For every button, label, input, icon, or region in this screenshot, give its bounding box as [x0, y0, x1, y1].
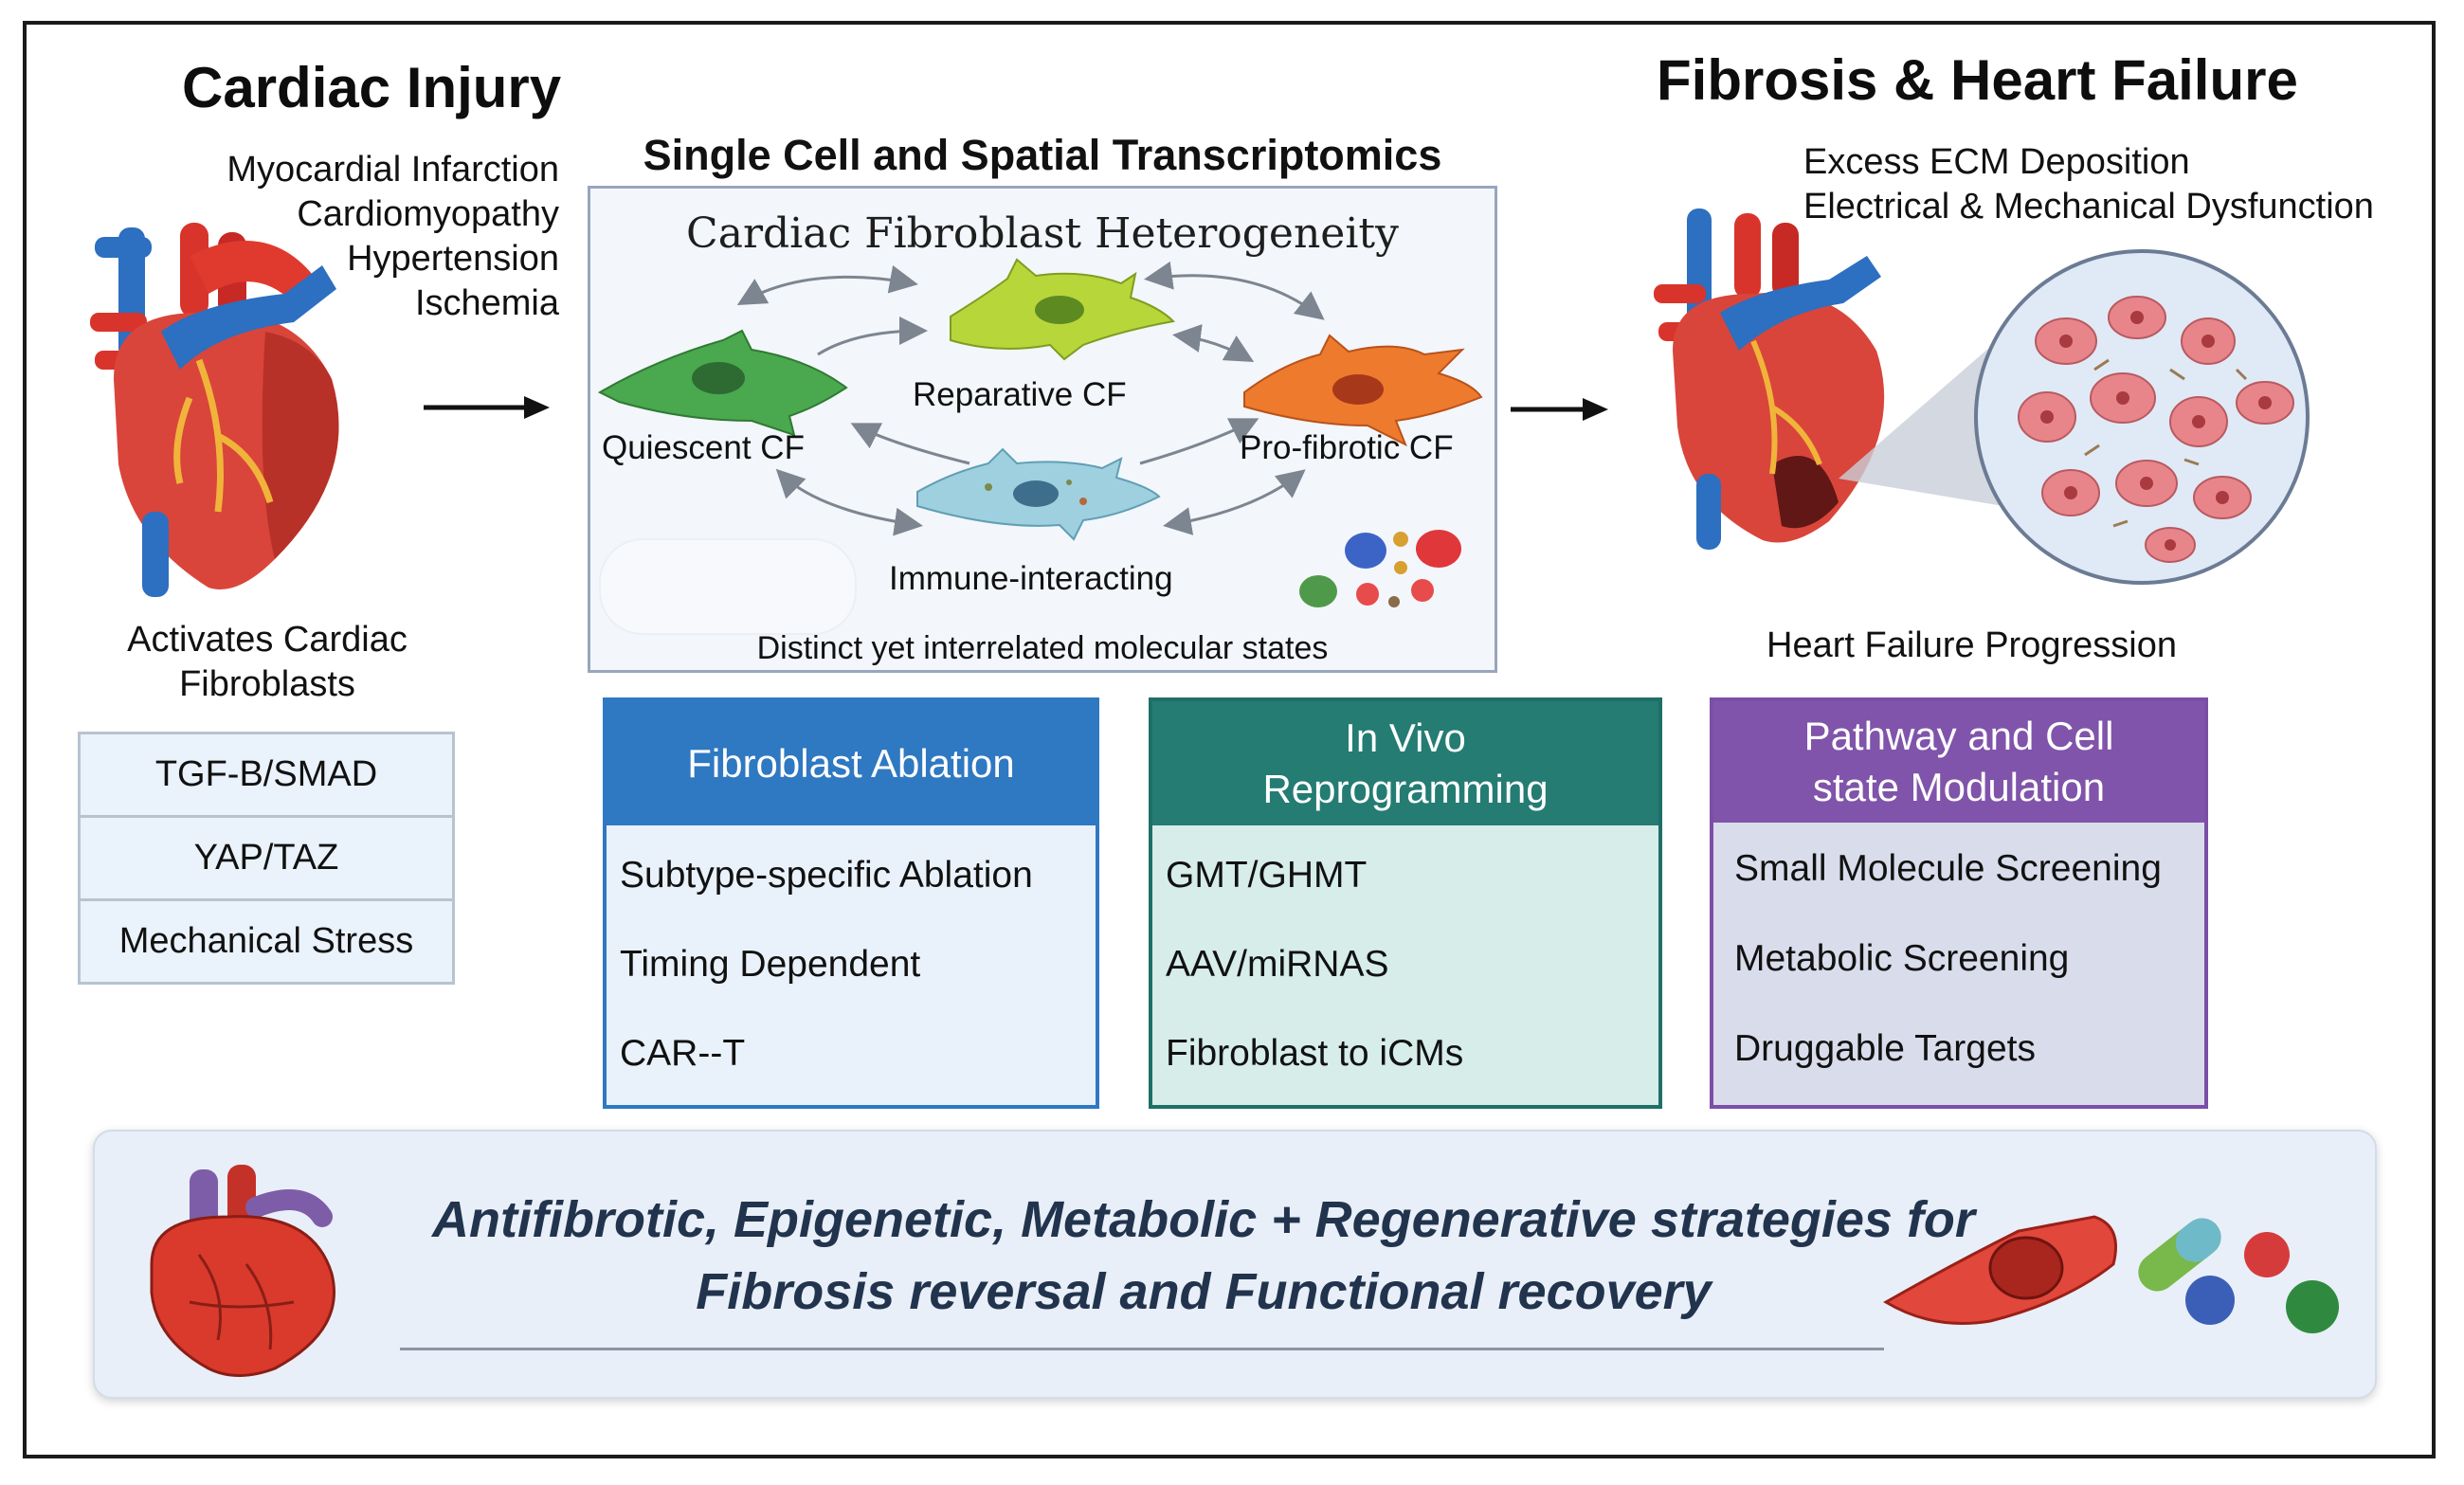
- modulation-title-line-2: state Modulation: [1812, 765, 2106, 809]
- fibrotic-heart-illustration: [1654, 208, 2310, 585]
- activates-text: Activates Cardiac Fibroblasts: [78, 618, 457, 707]
- modulation-title-line-1: Pathway and Cell: [1803, 714, 2114, 758]
- label-quiescent-cf: Quiescent CF: [602, 429, 805, 466]
- figure-frame: [23, 21, 2436, 1458]
- activates-line-1: Activates Cardiac: [127, 620, 408, 660]
- strategies-banner: Antifibrotic, Epigenetic, Metabolic + Re…: [93, 1130, 2377, 1399]
- cause-cardiomyopathy: Cardiomyopathy: [297, 194, 559, 234]
- arrow-quiescent-reparative-top: [736, 264, 918, 305]
- arrow-immune-profibrotic-bottom: [1163, 469, 1306, 535]
- cause-hypertension: Hypertension: [347, 239, 559, 279]
- ablation-item-2: Timing Dependent: [620, 944, 921, 985]
- profibrotic-cell-icon: [1243, 334, 1483, 447]
- cell-state-network: [597, 258, 1483, 635]
- banner-divider: [400, 1348, 1884, 1350]
- strategy-box-in-vivo-reprogramming: In Vivo Reprogramming GMT/GHMT AAV/miRNA…: [1149, 697, 1662, 1109]
- reprogramming-item-3: Fibroblast to iCMs: [1166, 1033, 1464, 1074]
- signaling-table: TGF-B/SMAD YAP/TAZ Mechanical Stress: [78, 732, 455, 985]
- effect-ecm-deposition: Excess ECM Deposition: [1803, 142, 2190, 182]
- reprogramming-title-line-2: Reprogramming: [1262, 766, 1549, 811]
- arrow-injury-to-transcriptomics: [424, 396, 550, 419]
- banner-line-1: Antifibrotic, Epigenetic, Metabolic + Re…: [432, 1191, 1975, 1248]
- modulation-item-3: Druggable Targets: [1734, 1028, 2036, 1069]
- modulation-item-1: Small Molecule Screening: [1734, 848, 2162, 889]
- reprogramming-title-line-1: In Vivo: [1345, 715, 1466, 760]
- transcriptomics-header: Single Cell and Spatial Transcriptomics: [643, 131, 1442, 179]
- arrow-reparative-profibrotic-top: [1144, 261, 1325, 320]
- fibroblast-heterogeneity-panel: Cardiac Fibroblast Heterogeneity: [588, 186, 1497, 673]
- label-profibrotic-cf: Pro-fibrotic CF: [1240, 429, 1454, 466]
- modulation-header: Pathway and Cell state Modulation: [1713, 701, 2204, 823]
- heart-failure-progression: Heart Failure Progression: [1766, 625, 2177, 665]
- arrow-quiescent-immune: [775, 468, 923, 536]
- ablation-item-1: Subtype-specific Ablation: [620, 855, 1033, 896]
- panel-caption: Distinct yet interrelated molecular stat…: [756, 630, 1329, 666]
- label-reparative-cf: Reparative CF: [913, 376, 1127, 413]
- reprogramming-header: In Vivo Reprogramming: [1152, 701, 1658, 825]
- immune-cell-icon: [916, 447, 1161, 541]
- modulation-item-2: Metabolic Screening: [1734, 938, 2070, 979]
- reprogramming-item-1: GMT/GHMT: [1166, 855, 1368, 896]
- banner-heart-icon: [150, 1165, 335, 1377]
- injury-causes: Myocardial Infarction Cardiomyopathy Hyp…: [226, 148, 559, 326]
- activates-line-2: Fibroblasts: [179, 664, 355, 704]
- signal-yap-taz: YAP/TAZ: [81, 818, 452, 901]
- molecule-pills-icon: [1299, 530, 1461, 607]
- cause-ischemia: Ischemia: [414, 283, 559, 323]
- fibrosis-heart-failure-title: Fibrosis & Heart Failure: [1657, 48, 2298, 112]
- effect-dysfunction: Electrical & Mechanical Dysfunction: [1803, 187, 2374, 226]
- injured-heart-illustration: [90, 223, 339, 597]
- strategy-box-pathway-modulation: Pathway and Cell state Modulation Small …: [1710, 697, 2208, 1109]
- quiescent-cell-icon: [597, 329, 848, 437]
- fibrosis-effects: Excess ECM Deposition Electrical & Mecha…: [1803, 140, 2374, 229]
- faded-placeholder-shape: [599, 538, 857, 635]
- label-immune-interacting: Immune-interacting: [889, 560, 1173, 597]
- arrow-quiescent-to-reparative: [817, 317, 928, 356]
- ablation-item-3: CAR--T: [620, 1033, 746, 1074]
- arrow-reparative-profibrotic: [1172, 324, 1255, 362]
- banner-cell-and-pills-icon: [1883, 1215, 2339, 1333]
- ablation-title: Fibroblast Ablation: [687, 740, 1015, 786]
- reprogramming-item-2: AAV/miRNAS: [1166, 944, 1389, 985]
- signal-tgfb-smad: TGF-B/SMAD: [81, 734, 452, 818]
- signal-mechanical-stress: Mechanical Stress: [118, 921, 414, 961]
- panel-title: Cardiac Fibroblast Heterogeneity: [686, 209, 1399, 258]
- reparative-cell-icon: [950, 258, 1176, 361]
- strategy-box-fibroblast-ablation: Fibroblast Ablation Subtype-specific Abl…: [603, 697, 1099, 1109]
- arrow-immune-to-profibrotic: [1139, 418, 1259, 465]
- cardiac-injury-title: Cardiac Injury: [182, 56, 562, 119]
- arrow-transcriptomics-to-fibrosis: [1511, 398, 1608, 421]
- cause-myocardial-infarction: Myocardial Infarction: [226, 150, 559, 190]
- banner-line-2: Fibrosis reversal and Functional recover…: [696, 1263, 1712, 1320]
- arrow-immune-to-quiescent: [850, 423, 970, 465]
- ablation-header: Fibroblast Ablation: [607, 701, 1096, 825]
